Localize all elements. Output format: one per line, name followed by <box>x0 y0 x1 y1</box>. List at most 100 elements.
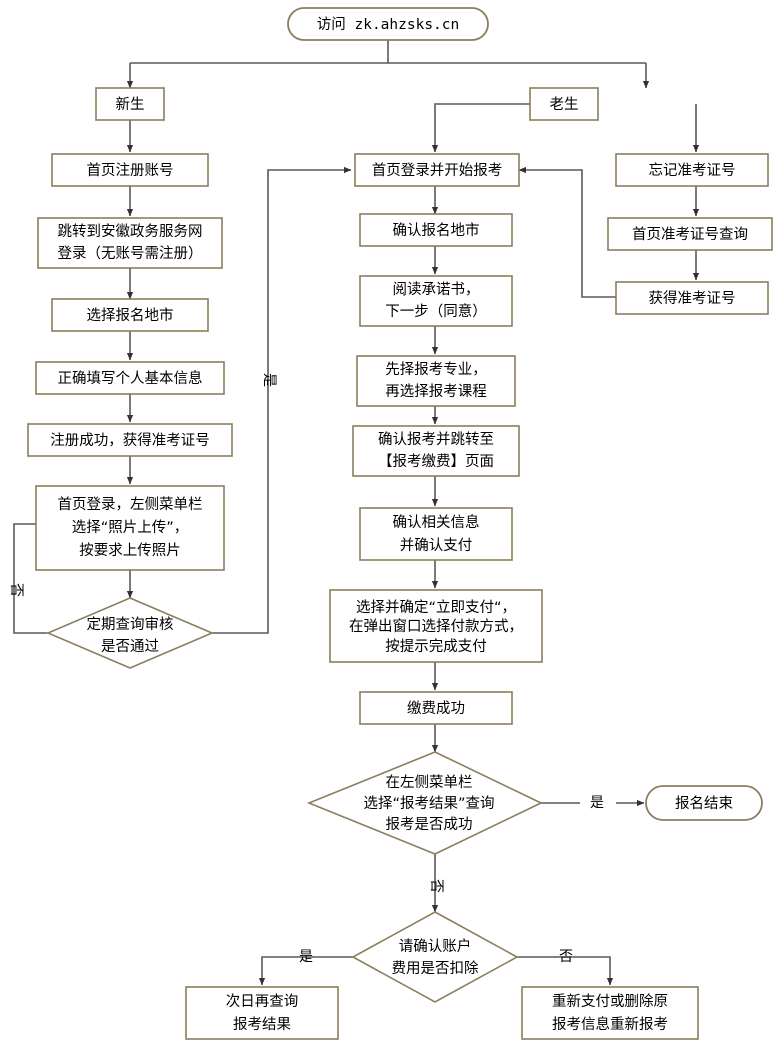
upload-photo-line3: 按要求上传照片 <box>79 542 181 559</box>
node-select-major-course[interactable]: 先择报考专业， 再选择报考课程 <box>356 355 516 407</box>
apply-result-line2: 选择“报考结果”查询 <box>363 795 494 812</box>
node-read-commitment[interactable]: 阅读承诺书， 下一步（同意） <box>359 275 513 327</box>
upload-photo-line1: 首页登录，左侧菜单栏 <box>58 496 203 513</box>
conn-r3-to-login <box>518 166 616 298</box>
conn-audit-yes-to-login <box>212 166 352 634</box>
end-shape <box>645 785 763 821</box>
node-pay-now-flow[interactable]: 选择并确定“立即支付“， 在弹出窗口选择付款方式， 按提示完成支付 <box>329 589 543 663</box>
fee-deducted-line1: 请确认账户 <box>399 938 472 955</box>
edge-label-layer: 否 是 是 否 是 否 <box>8 373 604 965</box>
register-success-shape <box>27 423 233 457</box>
pay-now-flow-line2: 在弹出窗口选择付款方式， <box>349 617 523 635</box>
jump-anhui-portal-line1: 跳转到安徽政务服务网 <box>58 223 203 240</box>
audit-passed-line2: 是否通过 <box>101 638 159 655</box>
start-shape <box>287 7 489 41</box>
fill-personal-info-label: 正确填写个人基本信息 <box>58 370 203 387</box>
select-major-course-shape <box>356 355 516 407</box>
confirm-jump-payment-shape <box>352 425 520 477</box>
select-major-course-line1: 先择报考专业， <box>385 361 487 378</box>
forgot-ticket-no-label: 忘记准考证号 <box>649 162 736 179</box>
pay-now-flow-shape <box>329 589 543 663</box>
edge-label-fee-yes: 是 <box>299 949 313 965</box>
login-start-apply-shape <box>354 153 520 187</box>
query-next-day-shape <box>185 986 339 1040</box>
select-city-shape <box>51 298 209 332</box>
node-confirm-jump-payment[interactable]: 确认报考并跳转至 【报考缴费】页面 <box>352 425 520 477</box>
fee-deducted-shape <box>351 911 519 1003</box>
got-ticket-no-shape <box>615 281 769 315</box>
old-student-shape <box>529 87 599 121</box>
forgot-ticket-no-shape <box>615 153 769 187</box>
node-query-next-day[interactable]: 次日再查询 报考结果 <box>185 986 339 1040</box>
node-register-account[interactable]: 首页注册账号 <box>51 153 209 187</box>
payment-success-label: 缴费成功 <box>407 700 465 717</box>
select-city-label: 选择报名地市 <box>87 307 174 324</box>
decision-audit-passed[interactable]: 定期查询审核 是否通过 <box>45 597 215 669</box>
apply-result-line3: 报考是否成功 <box>386 816 473 833</box>
upload-photo-shape <box>35 485 225 571</box>
node-login-start-apply[interactable]: 首页登录并开始报考 <box>354 153 520 187</box>
fill-personal-info-shape <box>35 361 225 395</box>
node-got-ticket-no[interactable]: 获得准考证号 <box>615 281 769 315</box>
repay-or-delete-line2: 报考信息重新报考 <box>552 1016 668 1033</box>
apply-result-line1: 在左侧菜单栏 <box>386 774 473 791</box>
got-ticket-no-label: 获得准考证号 <box>649 290 736 307</box>
register-account-shape <box>51 153 209 187</box>
query-next-day-line1: 次日再查询 <box>226 993 299 1010</box>
node-payment-success[interactable]: 缴费成功 <box>359 691 513 725</box>
node-old-student[interactable]: 老生 <box>529 87 599 121</box>
node-register-success[interactable]: 注册成功，获得准考证号 <box>27 423 233 457</box>
node-upload-photo[interactable]: 首页登录，左侧菜单栏 选择“照片上传”， 按要求上传照片 <box>35 485 225 571</box>
node-select-city[interactable]: 选择报名地市 <box>51 298 209 332</box>
register-account-label: 首页注册账号 <box>87 162 174 179</box>
node-repay-or-delete[interactable]: 重新支付或删除原 报考信息重新报考 <box>521 986 699 1040</box>
conn-audit-no-loop <box>13 520 48 634</box>
node-confirm-city[interactable]: 确认报名地市 <box>359 213 513 247</box>
query-next-day-line2: 报考结果 <box>233 1016 291 1033</box>
confirm-jump-payment-line2: 【报考缴费】页面 <box>378 453 494 470</box>
decision-apply-result[interactable]: 在左侧菜单栏 选择“报考结果”查询 报考是否成功 <box>306 751 543 855</box>
read-commitment-line2: 下一步（同意） <box>385 302 487 320</box>
jump-anhui-portal-shape <box>37 217 223 269</box>
confirm-info-pay-shape <box>359 507 513 561</box>
edge-label-result-no: 否 <box>428 879 444 893</box>
read-commitment-shape <box>359 275 513 327</box>
query-ticket-no-label: 首页准考证号查询 <box>632 226 748 243</box>
repay-or-delete-line1: 重新支付或删除原 <box>552 993 668 1010</box>
edge-label-audit-no: 否 <box>8 583 24 597</box>
node-forgot-ticket-no[interactable]: 忘记准考证号 <box>615 153 769 187</box>
decision-fee-deducted[interactable]: 请确认账户 费用是否扣除 <box>351 911 519 1003</box>
register-success-label: 注册成功，获得准考证号 <box>50 432 210 449</box>
edge-label-result-yes: 是 <box>590 795 604 811</box>
node-confirm-info-pay[interactable]: 确认相关信息 并确认支付 <box>359 507 513 561</box>
fee-deducted-line2: 费用是否扣除 <box>392 960 479 977</box>
node-jump-anhui-portal[interactable]: 跳转到安徽政务服务网 登录（无账号需注册） <box>37 217 223 269</box>
jump-anhui-portal-line2: 登录（无账号需注册） <box>58 245 203 262</box>
start-label: 访问 zk.ahzsks.cn <box>317 16 460 33</box>
node-query-ticket-no[interactable]: 首页准考证号查询 <box>607 217 773 251</box>
confirm-jump-payment-line1: 确认报考并跳转至 <box>378 431 494 448</box>
conn-d3-yes-to-b1 <box>258 956 353 986</box>
audit-passed-shape <box>45 597 215 669</box>
end-label: 报名结束 <box>675 795 733 812</box>
conn-d3-no-to-b2 <box>517 956 614 986</box>
edge-label-audit-yes: 是 <box>261 373 277 387</box>
edge-label-fee-no: 否 <box>559 949 573 965</box>
node-new-student[interactable]: 新生 <box>95 87 165 121</box>
confirm-info-pay-line1: 确认相关信息 <box>393 514 480 531</box>
confirm-info-pay-line2: 并确认支付 <box>400 537 473 554</box>
confirm-city-shape <box>359 213 513 247</box>
new-student-shape <box>95 87 165 121</box>
login-start-apply-label: 首页登录并开始报考 <box>372 162 503 179</box>
node-end[interactable]: 报名结束 <box>645 785 763 821</box>
new-student-label: 新生 <box>116 96 145 113</box>
pay-now-flow-line3: 按提示完成支付 <box>385 638 487 655</box>
connector-layer <box>13 40 700 986</box>
confirm-city-label: 确认报名地市 <box>393 222 480 239</box>
node-start[interactable]: 访问 zk.ahzsks.cn <box>287 7 489 41</box>
query-ticket-no-shape <box>607 217 773 251</box>
node-fill-personal-info[interactable]: 正确填写个人基本信息 <box>35 361 225 395</box>
repay-or-delete-shape <box>521 986 699 1040</box>
